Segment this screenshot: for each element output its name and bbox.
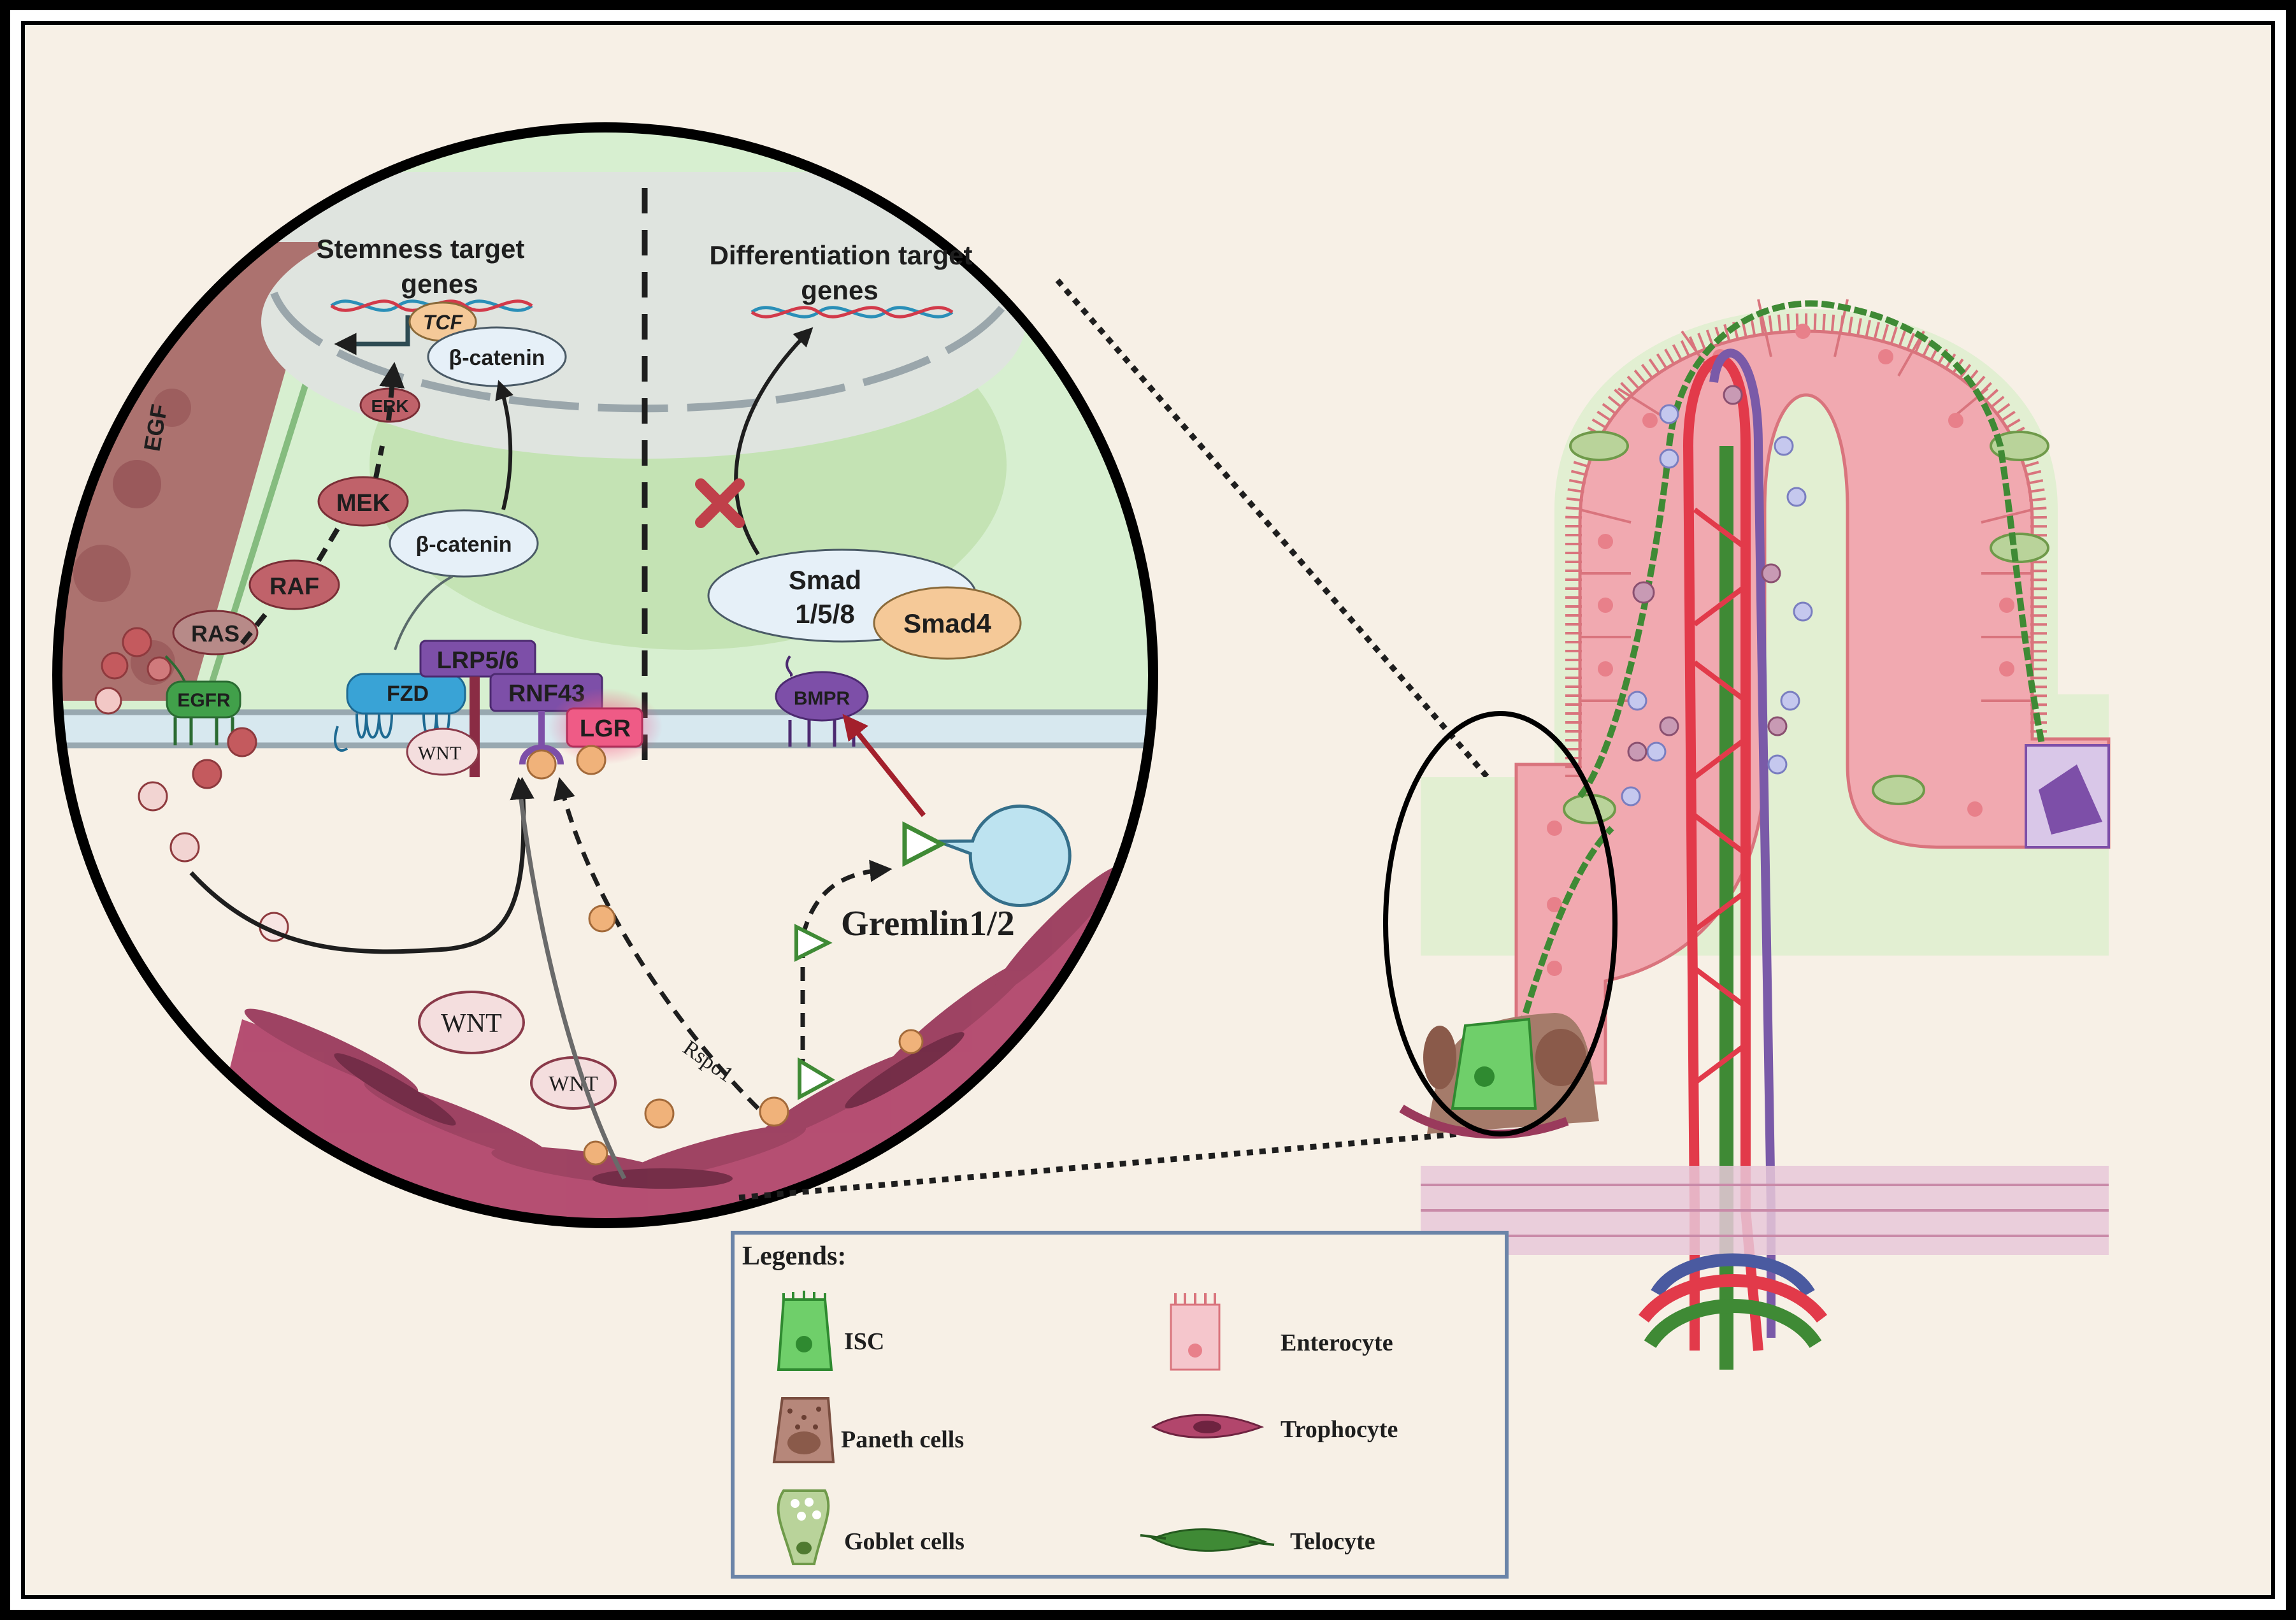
legend-title: Legends: <box>742 1242 846 1271</box>
wnt-to-receptor-arrow <box>510 777 627 1180</box>
fzd-to-beta-catenin-line <box>394 575 453 650</box>
wnt-free-label-2: WNT <box>549 1072 598 1096</box>
egfr-label: EGFR <box>177 690 231 711</box>
beta-catenin-cyto-node <box>389 509 539 578</box>
beta-catenin-nuclear-label: β-catenin <box>448 346 545 370</box>
crypt-base <box>1399 1013 1599 1139</box>
differentiation-title: Differentiation target <box>709 240 972 270</box>
gremlin-label: Gremlin1/2 <box>841 904 1015 943</box>
transcription-arrow-icon <box>334 315 410 355</box>
villus-illustration <box>1383 299 2111 1370</box>
gremlin-triangle-icon-2 <box>798 1057 836 1101</box>
gremlin-secretion-arrow <box>800 859 893 1096</box>
lrp-label: LRP5/6 <box>437 647 519 674</box>
rspo-bound-dot <box>526 749 557 780</box>
bmpr-label: BMPR <box>794 688 850 709</box>
rspo-to-receptor-arrow <box>553 777 760 1110</box>
legend-isc-label: ISC <box>844 1328 884 1355</box>
vessel-purple <box>1709 348 1776 1338</box>
rspo-bound-dot-2 <box>576 745 606 775</box>
lgr-label: LGR <box>580 715 631 742</box>
crypt-zoom-ring <box>1383 711 1618 1136</box>
ras-node <box>172 610 259 656</box>
smad4-label: Smad4 <box>903 608 991 638</box>
villus-epithelium <box>1514 329 2111 1085</box>
beta-catenin-cyto-label: β-catenin <box>415 533 512 557</box>
ras-label: RAS <box>191 620 240 647</box>
legend-trophocyte-label: Trophocyte <box>1281 1416 1398 1443</box>
lgr-receptor <box>566 707 643 748</box>
enterocyte-cell-icon <box>1170 1303 1221 1371</box>
gremlin-pacman-icon <box>902 805 1072 907</box>
legend: Legends: ISC Enterocyte Paneth cells Tro… <box>731 1231 1509 1579</box>
stemness-title-line2: genes <box>401 269 478 299</box>
legend-enterocyte-label: Enterocyte <box>1281 1330 1393 1356</box>
beta-catenin-translocation-arrow <box>495 380 513 510</box>
gremlin-inhibition-arrow <box>842 713 926 817</box>
smad4-node <box>873 586 1022 660</box>
differentiation-title-line2: genes <box>801 275 878 305</box>
mek-label: MEK <box>336 490 391 517</box>
wnt-bound-node <box>406 728 480 776</box>
mek-node <box>317 476 409 527</box>
egfr-receptor <box>166 680 241 719</box>
bmpr-receptor <box>775 671 869 722</box>
neighbor-cell <box>57 127 357 701</box>
blocked-cross-icon <box>695 478 745 528</box>
legend-box <box>731 1231 1509 1579</box>
smad158-label-line2: 1/5/8 <box>795 599 854 629</box>
legend-paneth-label: Paneth cells <box>841 1426 964 1453</box>
fzd-label: FZD <box>387 682 429 706</box>
telocyte-cell-icon <box>1151 1528 1268 1552</box>
wnt-bound-label: WNT <box>418 743 461 764</box>
villus-surface-right <box>2025 744 2110 849</box>
rspo-free-dots <box>583 905 924 1166</box>
goblet-cell-icon <box>777 1489 830 1565</box>
zoom-connector-top <box>1055 278 1551 849</box>
tcf-label: TCF <box>423 311 464 334</box>
smad158-label-line1: Smad <box>789 565 861 595</box>
gremlin-triangle-icon <box>794 924 833 962</box>
wnt-free-label-1: WNT <box>441 1009 502 1038</box>
zoom-connector-bottom <box>738 1131 1460 1201</box>
raf-label: RAF <box>269 573 319 600</box>
legend-goblet-label: Goblet cells <box>844 1528 965 1555</box>
wnt-free-node-1 <box>418 991 525 1054</box>
raf-node <box>248 559 340 610</box>
fzd-receptor <box>346 673 466 715</box>
egf-loop-arrow <box>189 777 535 954</box>
isc-cell-icon <box>777 1298 833 1371</box>
dna-differentiation-icon <box>750 306 954 319</box>
stemness-title: Stemness target <box>317 234 525 264</box>
legend-telocyte-label: Telocyte <box>1290 1528 1375 1555</box>
